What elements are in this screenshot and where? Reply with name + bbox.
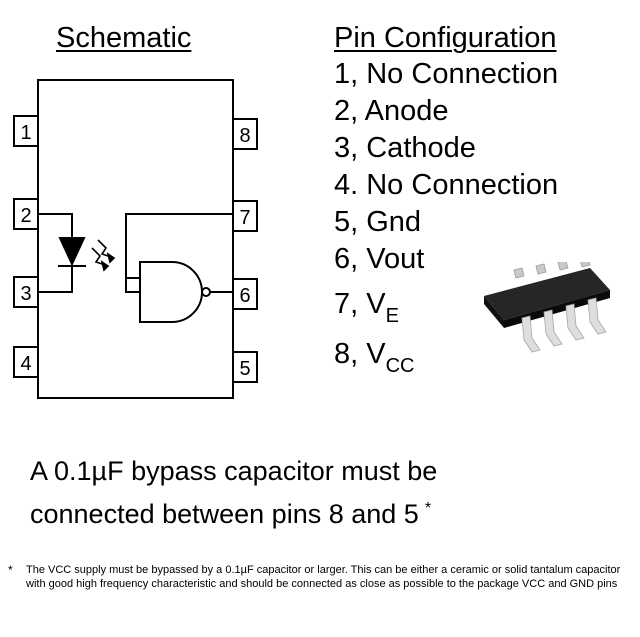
pin-config-item-3: 3, Cathode <box>334 132 476 164</box>
pin-config-item-8: 8, VCC <box>334 336 415 377</box>
pin-config-item-7-prefix: 7, V <box>334 288 386 320</box>
schematic-title: Schematic <box>56 22 192 54</box>
pin-config-item-1: 1, No Connection <box>334 58 559 90</box>
footnote-marker: * <box>8 563 13 577</box>
pin-box-1: 1 <box>13 115 39 147</box>
pin-label-7: 7 <box>239 207 250 229</box>
pin-config-item-4: 4. No Connection <box>334 169 559 201</box>
pin-config-item-6: 6, Vout <box>334 243 425 275</box>
pin-config-item-8-sub: CC <box>385 355 415 377</box>
bypass-note-line-2-text: connected between pins 8 and 5 <box>30 499 419 529</box>
pin-label-3: 3 <box>20 283 31 305</box>
pin-config-item-5: 5, Gnd <box>334 206 422 238</box>
pin-config-item-2: 2, Anode <box>334 95 449 127</box>
pin-config-item-7: 7, VE <box>334 286 399 327</box>
bypass-note-line-1: A 0.1µF bypass capacitor must be <box>30 456 438 486</box>
pin-box-7: 7 <box>232 200 258 232</box>
bypass-note-asterisk: * <box>424 500 432 517</box>
light-emission-icon <box>91 239 116 272</box>
pin-config-item-7-sub: E <box>385 305 399 327</box>
pin-box-8: 8 <box>232 118 258 150</box>
pin-configuration-title: Pin Configuration <box>334 22 557 54</box>
pin-box-6: 6 <box>232 278 258 310</box>
nand-gate-symbol <box>125 213 233 323</box>
pin-label-4: 4 <box>20 353 31 375</box>
pin-box-4: 4 <box>13 346 39 378</box>
soic-8-package-image <box>484 262 610 353</box>
pin-label-8: 8 <box>239 125 250 147</box>
pin-config-item-8-prefix: 8, V <box>334 338 386 370</box>
pin-box-3: 3 <box>13 276 39 308</box>
package-outline <box>37 79 234 399</box>
optocoupler-schematic: 1 2 3 4 8 7 6 5 <box>13 79 258 399</box>
pin-label-6: 6 <box>239 285 250 307</box>
pin-label-5: 5 <box>239 358 250 380</box>
pin-box-2: 2 <box>13 198 39 230</box>
pin-box-5: 5 <box>232 351 258 383</box>
led-diode-symbol <box>38 213 86 293</box>
pin-label-2: 2 <box>20 205 31 227</box>
bypass-note-line-2: connected between pins 8 and 5 * <box>30 490 431 533</box>
pin-label-1: 1 <box>20 122 31 144</box>
footnote-text: The VCC supply must be bypassed by a 0.1… <box>26 564 621 590</box>
